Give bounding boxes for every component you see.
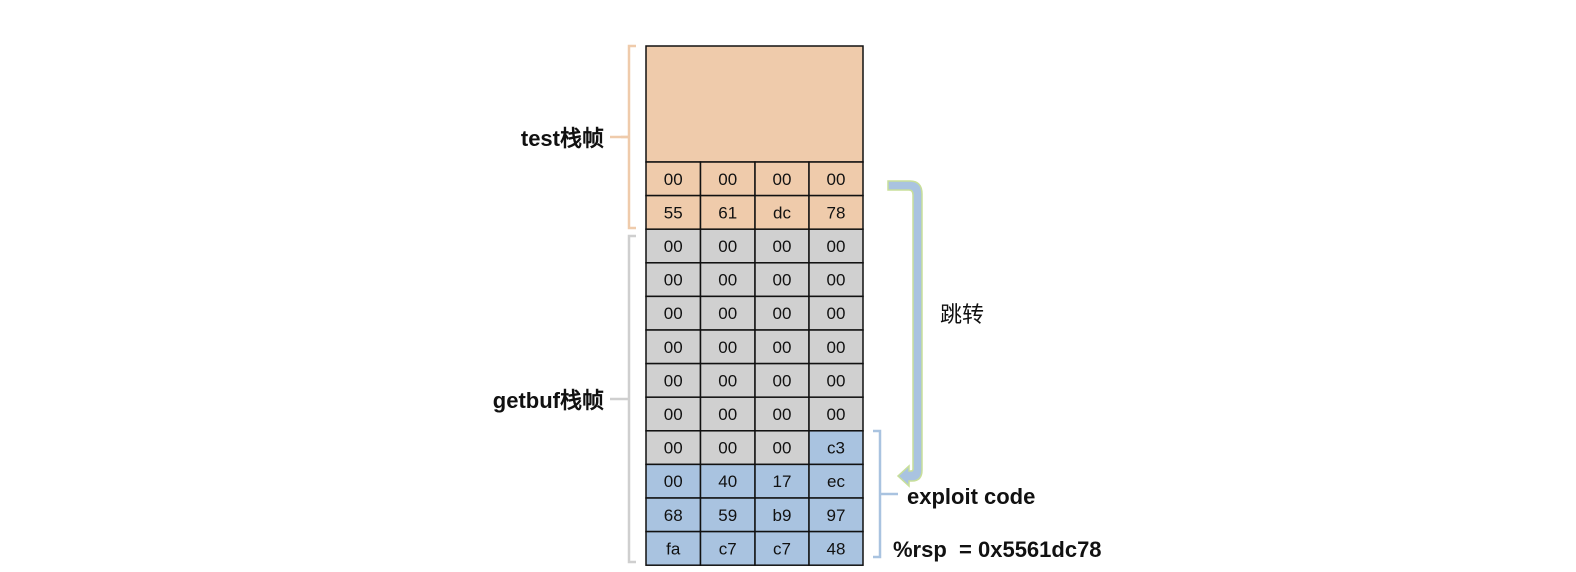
stack-cell-value: 00: [664, 237, 683, 256]
jump-label: 跳转: [940, 302, 984, 327]
stack-cell-value: 00: [664, 371, 683, 390]
stack-cell-value: 00: [773, 439, 792, 458]
stack-cell: [754, 329, 810, 365]
stack-cell: [808, 262, 864, 298]
stack-cell-value: 00: [718, 237, 737, 256]
stack-cell-value: 00: [827, 237, 846, 256]
stack-cell: [808, 295, 864, 331]
jump-arrow: [887, 180, 923, 488]
stack-cell-value: 00: [827, 304, 846, 323]
stack-cell-value: 61: [718, 203, 737, 222]
stack-cell-value: c7: [773, 539, 791, 558]
stack-cell-value: 00: [718, 439, 737, 458]
stack-cell-value: 00: [664, 304, 683, 323]
exploit-code-bracket: [873, 429, 882, 559]
stack-cell: [699, 262, 756, 298]
stack-cell-value: 59: [718, 506, 737, 525]
stack-cell: [699, 329, 756, 365]
stack-cell: [645, 396, 702, 432]
stack-cell: [808, 161, 864, 197]
stack-cell-value: 00: [773, 271, 792, 290]
stack-cell-value: dc: [773, 203, 791, 222]
stack-cell-value: ec: [827, 472, 845, 491]
stack-cell-value: 00: [773, 304, 792, 323]
stack-cell: [645, 295, 702, 331]
stack-cell-value: 00: [718, 405, 737, 424]
stack-cell: [699, 497, 756, 533]
stack-cell-value: 00: [827, 338, 846, 357]
stack-cell-value: 00: [664, 439, 683, 458]
stack-cell-value: 00: [827, 371, 846, 390]
stack-cell: [699, 228, 756, 264]
stack-cell: [808, 430, 864, 466]
stack-cell: [645, 463, 702, 499]
stack-cell-value: 00: [664, 338, 683, 357]
stack-cell: [645, 161, 702, 197]
stack-cell: [754, 396, 810, 432]
stack-cell: [754, 295, 810, 331]
stack-cell-value: 00: [664, 472, 683, 491]
stack-cell-value: fa: [666, 539, 681, 558]
stack-cell-value: c7: [719, 539, 737, 558]
stack-cell-value: c3: [827, 439, 845, 458]
stack-cell-value: 00: [718, 304, 737, 323]
stack-cell-value: 00: [773, 237, 792, 256]
stack-cell-value: 00: [773, 170, 792, 189]
stack-cell-value: 00: [718, 170, 737, 189]
getbuf-frame-label: getbuf栈帧: [493, 388, 604, 413]
stack-cell-value: 00: [664, 405, 683, 424]
stack-cell: [754, 362, 810, 398]
stack-cell: [645, 329, 702, 365]
stack-cell: [808, 194, 864, 230]
stack-cell-value: 40: [718, 472, 737, 491]
stack-cell-value: 48: [827, 539, 846, 558]
stack-cell: [808, 530, 864, 566]
stack-cell: [754, 530, 810, 566]
stack-cell-value: 00: [718, 271, 737, 290]
stack-cell: [699, 530, 756, 566]
stack-cell-value: 00: [718, 371, 737, 390]
getbuf-frame-bracket: [627, 234, 636, 564]
stack-cell-value: b9: [773, 506, 792, 525]
stack-cell-value: 00: [773, 405, 792, 424]
stack-cell-value: 00: [773, 338, 792, 357]
stack-cell-value: 97: [827, 506, 846, 525]
test-frame-label: test栈帧: [521, 126, 604, 151]
stack-cell-value: 00: [718, 338, 737, 357]
rsp-label: %rsp = 0x5561dc78: [893, 537, 1102, 562]
stack-cell-value: 68: [664, 506, 683, 525]
stack-cell: [808, 329, 864, 365]
stack-cell: [645, 530, 702, 566]
stack-cell: [808, 228, 864, 264]
stack-cells: 00 00 00 00 55 61 dc 78 00 00 00 00 00 00 00 00 00 00 00 00…: [645, 161, 864, 566]
stack-cell-value: 00: [664, 170, 683, 189]
stack-cell: [699, 194, 756, 230]
stack-cell-value: 55: [664, 203, 683, 222]
exploit-code-label: exploit code: [907, 484, 1035, 509]
test-frame-block: [645, 45, 864, 163]
stack-cell-value: 00: [827, 405, 846, 424]
stack-cell-value: 00: [827, 170, 846, 189]
stack-cell-value: 00: [773, 371, 792, 390]
stack-cell-value: 00: [664, 271, 683, 290]
stack-cell-value: 17: [773, 472, 792, 491]
stack-cell-value: 78: [827, 203, 846, 222]
stack-cell-value: 00: [827, 271, 846, 290]
